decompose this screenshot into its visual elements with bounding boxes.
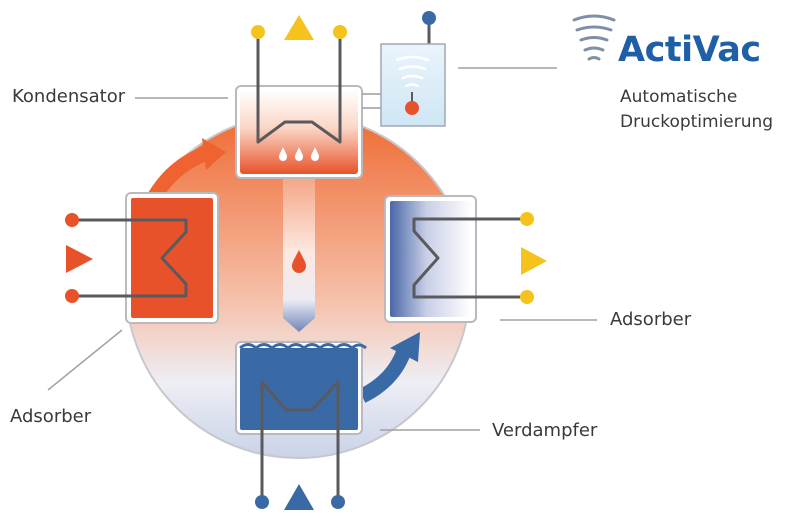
- port-dot-yellow: [520, 212, 534, 226]
- condensate-pipe: [283, 172, 315, 332]
- flow-triangle-right-yellow: [521, 247, 547, 275]
- label-adsorber-left: Adsorber: [10, 406, 92, 427]
- flow-arrow-cold-head: [390, 332, 420, 362]
- port-dot-orange: [65, 289, 79, 303]
- drop-icon: [292, 250, 306, 273]
- port-dot-yellow: [520, 290, 534, 304]
- drop-icon: [311, 147, 319, 161]
- verdampfer-unit: [235, 341, 367, 502]
- port-dot-yellow: [251, 25, 265, 39]
- tagline-line-1: Automatische: [620, 87, 738, 107]
- activac-module: [362, 11, 446, 127]
- port-dot-orange: [65, 213, 79, 227]
- flow-triangle-up-yellow: [284, 15, 314, 40]
- port-dot-blue: [331, 495, 345, 509]
- adsorber-right-unit: [384, 195, 527, 323]
- drop-icon: [279, 147, 287, 161]
- leader-adsorber-left: [47, 329, 123, 391]
- flow-arrow-hot-head: [202, 138, 226, 170]
- port-dot-blue: [255, 495, 269, 509]
- drop-icon: [295, 147, 303, 161]
- tornado-icon: [572, 14, 616, 61]
- label-kondensator: Kondensator: [12, 86, 126, 107]
- tagline-line-2: Druckoptimierung: [620, 112, 774, 132]
- flow-triangle-up-blue: [284, 484, 314, 510]
- port-dot-yellow: [333, 25, 347, 39]
- activac-logo-text: ActiVac: [618, 30, 761, 70]
- tornado-icon: [395, 55, 430, 88]
- adsorber-left-unit: [72, 192, 219, 324]
- label-verdampfer: Verdampfer: [492, 420, 598, 441]
- label-adsorber-right: Adsorber: [610, 309, 692, 330]
- kondensator-unit: [235, 30, 363, 179]
- flow-triangle-right-orange: [66, 245, 93, 273]
